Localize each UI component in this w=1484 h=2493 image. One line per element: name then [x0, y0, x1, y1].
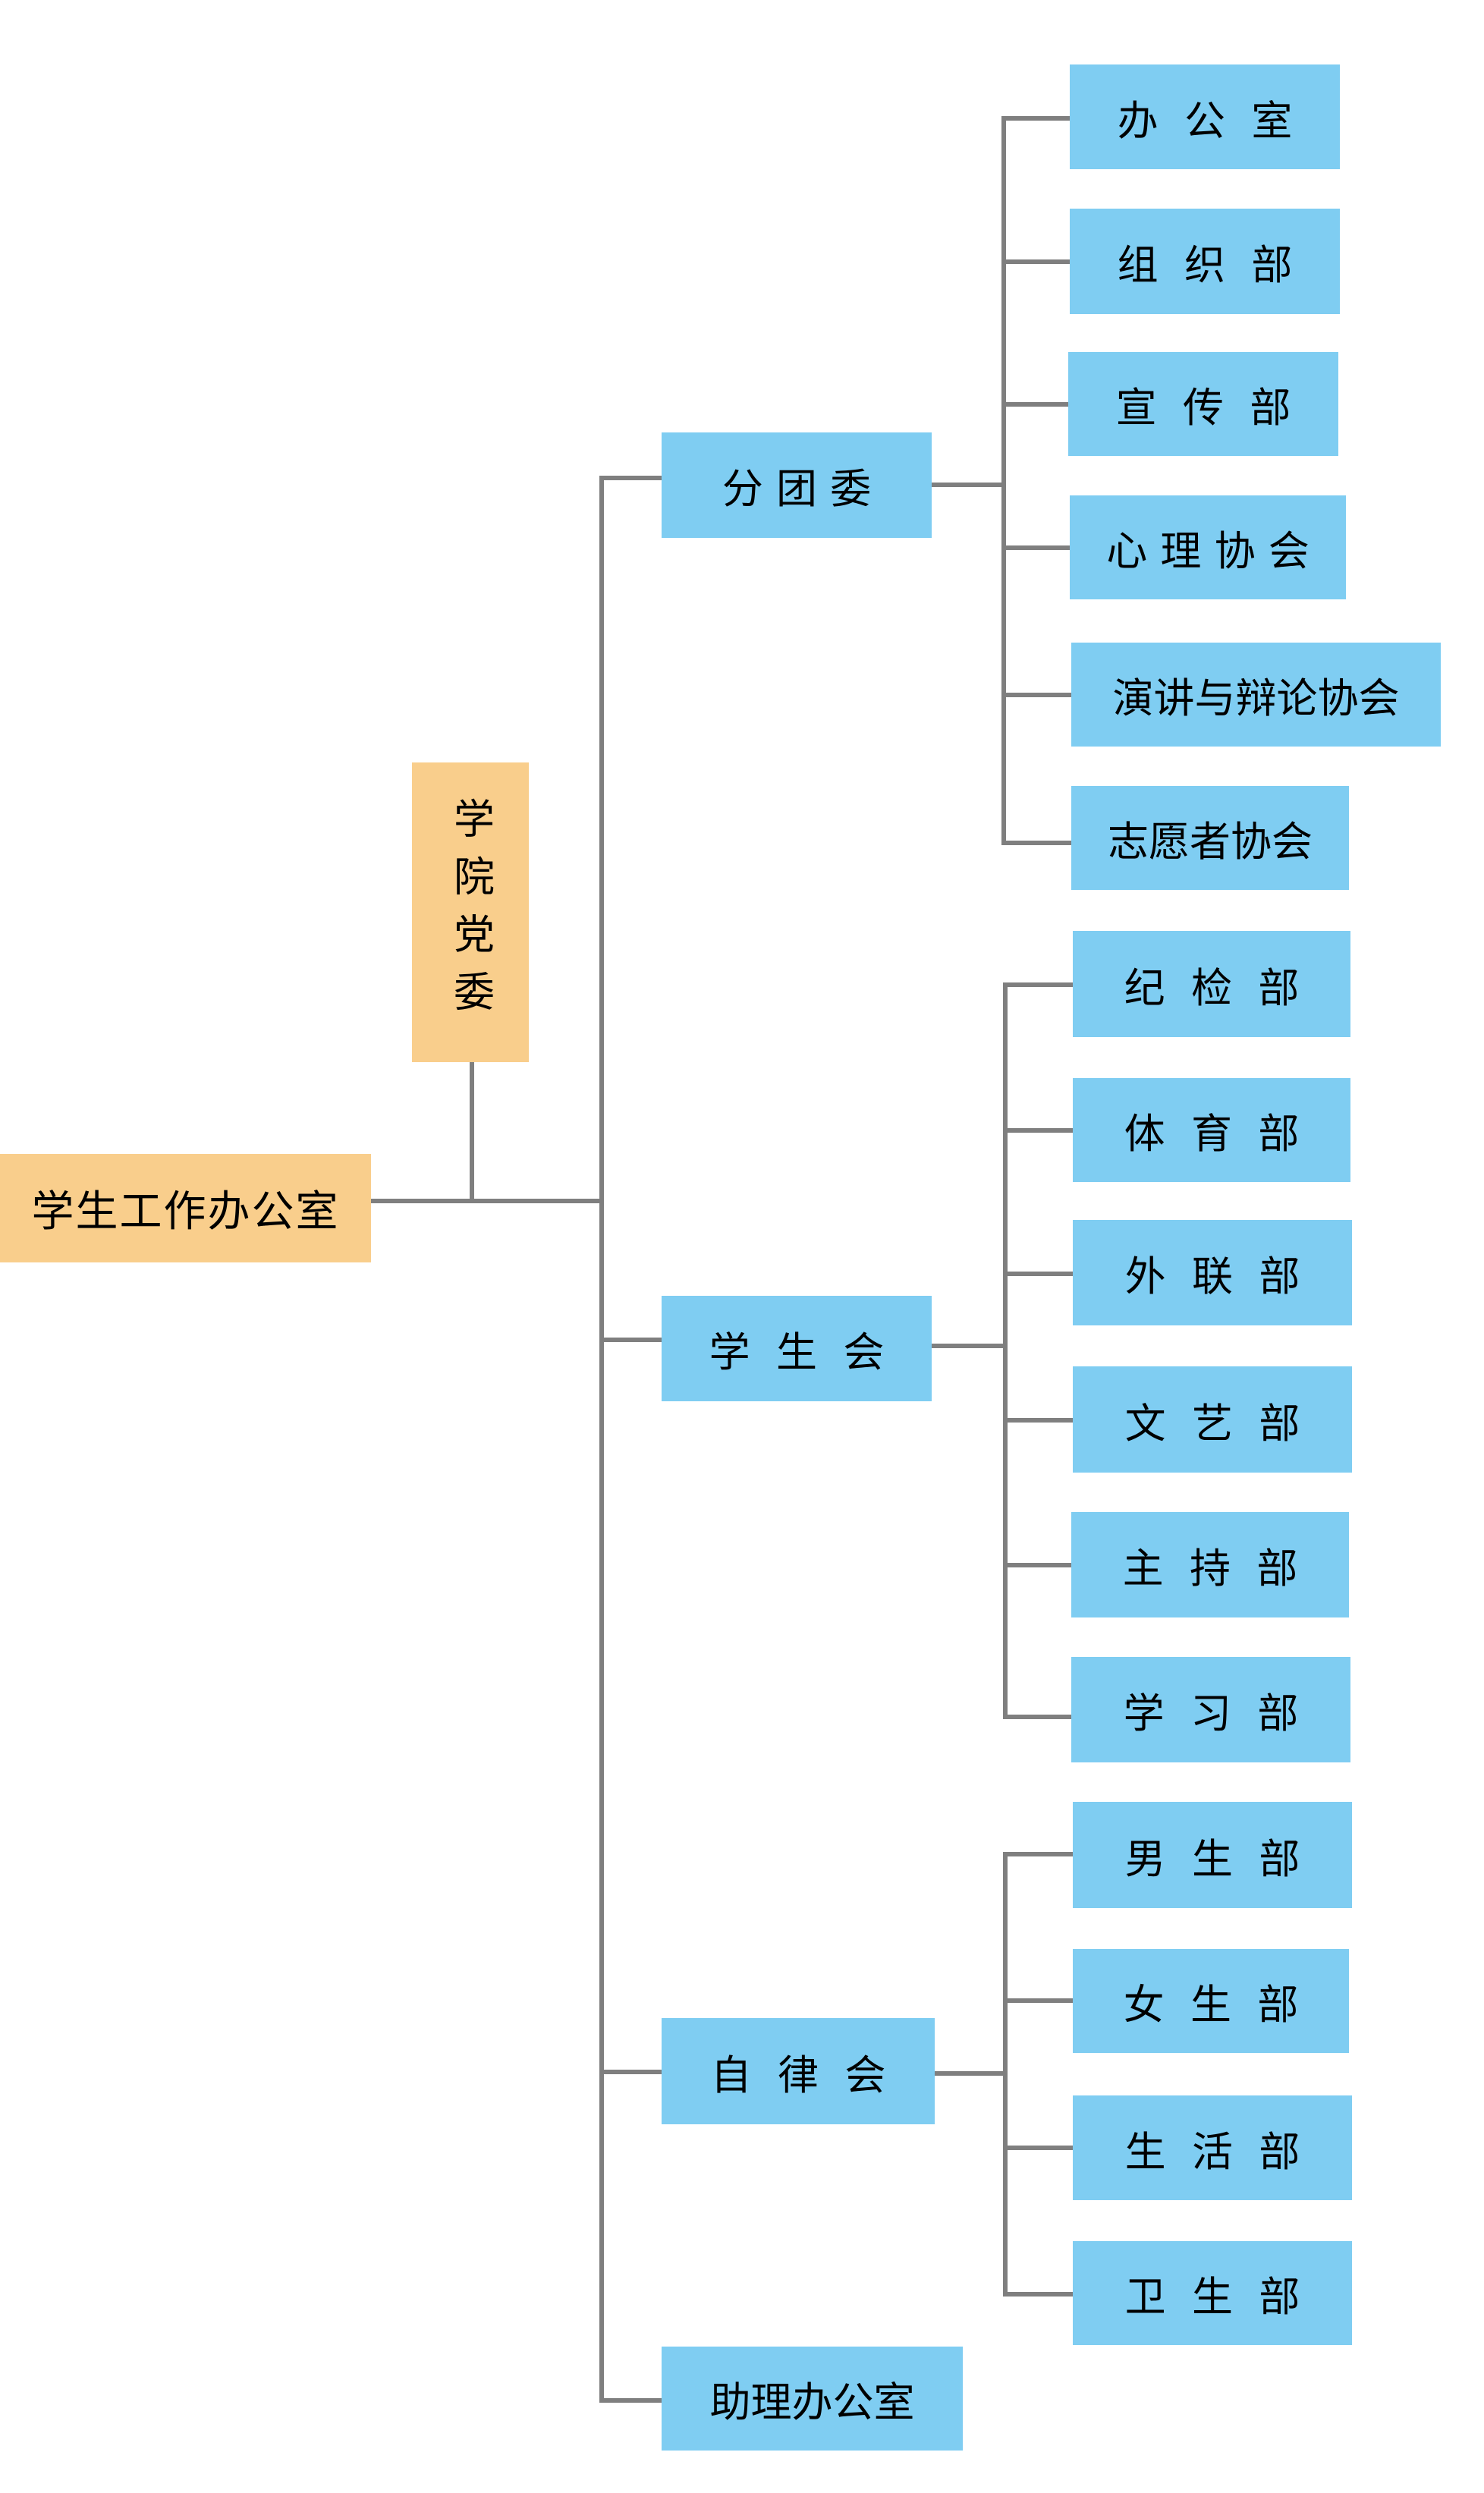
leaf-label: 男 生 部: [1124, 1834, 1300, 1883]
node-self-discipline: 自 律 会: [662, 2018, 935, 2124]
node-assistant-office: 助理办公室: [662, 2347, 963, 2451]
leaf-node: 外 联 部: [1073, 1220, 1352, 1325]
node-student-union: 学 生 会: [662, 1296, 932, 1401]
leaf-node: 心 理 协 会: [1070, 495, 1346, 599]
main-trunk: [599, 476, 604, 2403]
branch-connector-student-union: [599, 1338, 662, 1342]
node-label: 分 团 委: [722, 465, 872, 513]
leaf-node: 生 活 部: [1073, 2095, 1352, 2200]
leaf-label: 组 织 部: [1117, 241, 1293, 289]
leaf-node: 纪 检 部: [1073, 931, 1350, 1037]
node-label: 学 生 会: [709, 1328, 885, 1376]
leaf-node: 主 持 部: [1071, 1512, 1349, 1617]
leaf-connector: [1003, 2292, 1073, 2297]
branch-connector-assistant-office: [599, 2398, 662, 2403]
leaf-connector: [1003, 1563, 1073, 1567]
leaf-node: 男 生 部: [1073, 1802, 1352, 1908]
leaf-node: 办 公 室: [1070, 64, 1340, 169]
leaf-node: 文 艺 部: [1073, 1366, 1352, 1473]
leaf-label: 纪 检 部: [1124, 964, 1300, 1012]
leaf-connector: [1003, 1128, 1073, 1133]
leaf-label: 卫 生 部: [1124, 2273, 1300, 2321]
branch-connector-self-discipline: [599, 2070, 662, 2074]
branch-connector-youth-league: [599, 476, 662, 480]
node-youth-league: 分 团 委: [662, 432, 932, 538]
leaf-label: 生 活 部: [1124, 2127, 1300, 2176]
leaf-label: 主 持 部: [1122, 1545, 1298, 1592]
leaf-connector: [1001, 259, 1071, 264]
leaf-label: 外 联 部: [1124, 1253, 1300, 1300]
leaf-connector: [1001, 545, 1071, 550]
leaf-label: 心 理 协 会: [1106, 527, 1310, 575]
leaf-connector: [1003, 2146, 1073, 2150]
leaf-connector: [1001, 116, 1071, 121]
node-label: 自 律 会: [710, 2051, 886, 2099]
leaf-node: 组 织 部: [1070, 209, 1340, 314]
leaf-connector: [1003, 1418, 1073, 1423]
root-connector: [371, 1199, 604, 1203]
leaf-node: 女 生 部: [1073, 1949, 1349, 2053]
leaf-label: 宣 传 部: [1115, 384, 1291, 432]
leaf-label: 体 育 部: [1124, 1110, 1300, 1158]
leaf-connector: [1003, 982, 1073, 987]
leaf-label: 演讲与辩论协会: [1112, 674, 1400, 722]
leaf-connector: [1001, 402, 1071, 407]
leaf-connector: [1003, 1852, 1073, 1856]
leaf-label: 文 艺 部: [1124, 1399, 1300, 1448]
root-node-label: 学生工作办公室: [31, 1187, 340, 1237]
group-3-stub: [935, 2071, 1008, 2076]
party-committee-label: 学院党委: [446, 797, 495, 1028]
leaf-connector: [1003, 1272, 1073, 1276]
leaf-node: 志愿者协会: [1071, 786, 1349, 890]
group-3-trunk: [1003, 1852, 1008, 2297]
leaf-connector: [1001, 693, 1071, 697]
party-committee-connector: [470, 1062, 474, 1203]
party-committee-node: 学院党委: [412, 762, 529, 1062]
leaf-label: 办 公 室: [1117, 96, 1293, 145]
group-2-stub: [932, 1344, 1008, 1348]
node-label: 助理办公室: [709, 2378, 915, 2426]
leaf-node: 学 习 部: [1071, 1657, 1350, 1762]
leaf-node: 宣 传 部: [1068, 352, 1338, 456]
leaf-label: 女 生 部: [1123, 1981, 1299, 2029]
root-node: 学生工作办公室: [0, 1154, 371, 1262]
group-1-stub: [932, 483, 1006, 487]
leaf-label: 志愿者协会: [1108, 818, 1313, 866]
group-2-trunk: [1003, 982, 1008, 1719]
group-1-trunk: [1001, 116, 1006, 845]
leaf-node: 卫 生 部: [1073, 2241, 1352, 2345]
leaf-label: 学 习 部: [1123, 1690, 1299, 1737]
leaf-connector: [1003, 1998, 1073, 2003]
leaf-connector: [1001, 841, 1071, 845]
leaf-connector: [1003, 1715, 1073, 1719]
leaf-node: 演讲与辩论协会: [1071, 643, 1441, 747]
leaf-node: 体 育 部: [1073, 1078, 1350, 1182]
